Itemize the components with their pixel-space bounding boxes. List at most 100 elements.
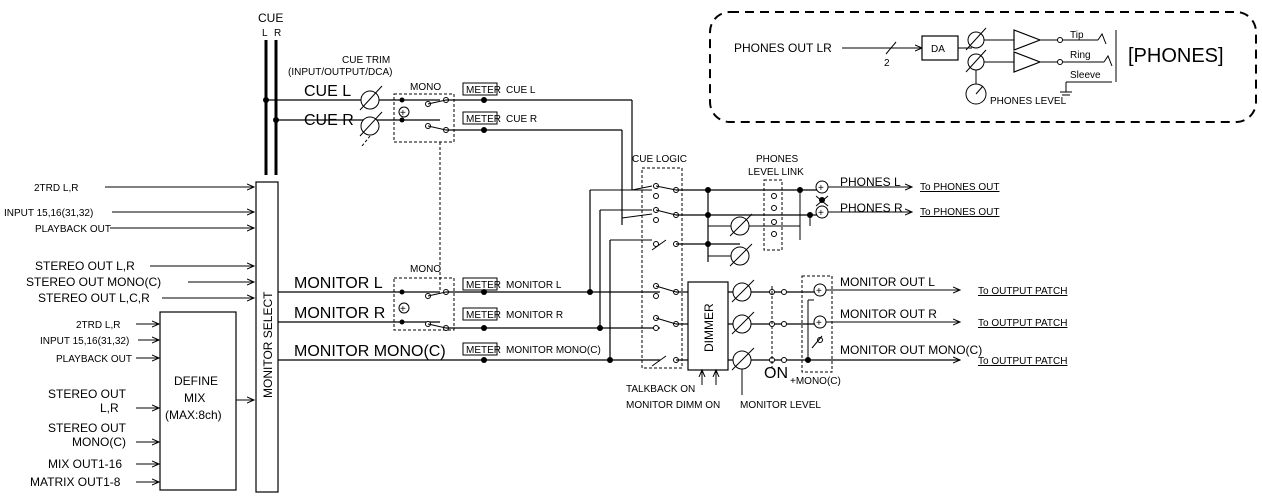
input-playback-out: PLAYBACK OUT bbox=[35, 224, 111, 235]
svg-text:METER: METER bbox=[466, 85, 501, 96]
monitor-level-knob-icon[interactable] bbox=[731, 279, 755, 303]
jack-sleeve-label: Sleeve bbox=[1070, 70, 1101, 81]
monitor-dimm-on-label: MONITOR DIMM ON bbox=[626, 400, 720, 411]
monitor-r-label: MONITOR R bbox=[294, 305, 385, 322]
meter-monitor-mono-box bbox=[462, 342, 498, 356]
monitor-mono-switch-label: MONO bbox=[410, 264, 441, 275]
monitor-out-section: +MONO(C) + + MONITOR OUT L MONITOR OUT R… bbox=[790, 275, 1067, 387]
cue-bus-r-label: R bbox=[274, 28, 281, 39]
da-label: DA bbox=[931, 44, 945, 55]
to-output-patch-mono: To OUTPUT PATCH bbox=[978, 356, 1067, 367]
monitor-out-r-label: MONITOR OUT R bbox=[840, 307, 937, 321]
jack-ring-label: Ring bbox=[1070, 50, 1091, 61]
cue-bus-l-label: L bbox=[262, 28, 268, 39]
cue-trim-sub-label: (INPUT/OUTPUT/DCA) bbox=[288, 67, 392, 78]
define-mix-line2: MIX bbox=[184, 391, 205, 405]
phones-level-link-line2: LEVEL LINK bbox=[748, 167, 804, 178]
cue-logic-section: CUE LOGIC bbox=[590, 154, 687, 369]
phones-r-label: PHONES R bbox=[840, 201, 903, 215]
svg-text:METER: METER bbox=[466, 310, 501, 321]
monitor-out-l-label: MONITOR OUT L bbox=[840, 275, 935, 289]
phones-level-knob-icon[interactable] bbox=[729, 243, 753, 267]
dimmer-block[interactable] bbox=[687, 281, 729, 371]
cue-logic-label: CUE LOGIC bbox=[632, 154, 687, 165]
dm-input-stereo-mono: MONO(C) bbox=[72, 435, 126, 449]
meter-cue-r-box bbox=[462, 111, 498, 125]
define-mix-line1: DEFINE bbox=[174, 374, 218, 388]
cue-logic-box bbox=[641, 167, 683, 369]
svg-text:METER: METER bbox=[466, 280, 501, 291]
amplifier-icon bbox=[1013, 29, 1042, 51]
cue-mono-label: MONO bbox=[410, 82, 441, 93]
input-input-15-16: INPUT 15,16(31,32) bbox=[4, 208, 93, 219]
monitor-level-label: MONITOR LEVEL bbox=[740, 400, 821, 411]
meter-monitor-l-label: MONITOR L bbox=[506, 280, 562, 291]
cue-bus-section: CUE L R CUE TRIM (INPUT/OUTPUT/DCA) CUE … bbox=[258, 11, 633, 290]
dm-input-playback: PLAYBACK OUT bbox=[56, 354, 132, 365]
dm-input-input-15-16: INPUT 15,16(31,32) bbox=[40, 336, 129, 347]
svg-text:METER: METER bbox=[466, 345, 501, 356]
monitor-mono-switch-box bbox=[393, 277, 455, 331]
input-stereo-out-mono: STEREO OUT MONO(C) bbox=[26, 275, 161, 289]
sum-icon bbox=[398, 106, 410, 118]
phones-level-knob-icon[interactable] bbox=[729, 213, 753, 237]
phones-jack-label: [PHONES] bbox=[1128, 45, 1224, 67]
svg-text:+: + bbox=[818, 208, 824, 219]
meter-monitor-l-box bbox=[462, 277, 498, 291]
meter-monitor-mono-label: MONITOR MONO(C) bbox=[506, 345, 601, 356]
phones-channel-count: 2 bbox=[884, 58, 890, 69]
dm-input-mix-out: MIX OUT1-16 bbox=[48, 457, 122, 471]
meter-monitor-r-box bbox=[462, 307, 498, 321]
dm-input-matrix-out: MATRIX OUT1-8 bbox=[30, 475, 121, 489]
to-phones-out-r: To PHONES OUT bbox=[920, 207, 999, 218]
meter-cue-l-box bbox=[462, 82, 498, 96]
on-switch-label: ON bbox=[764, 365, 788, 382]
cue-r-label: CUE R bbox=[304, 112, 354, 129]
phones-l-label: PHONES L bbox=[840, 175, 901, 189]
meter-cue-l-label: CUE L bbox=[506, 85, 536, 96]
monitor-select-inputs: 2TRD L,R INPUT 15,16(31,32) PLAYBACK OUT… bbox=[4, 183, 254, 305]
phones-level-label: PHONES LEVEL bbox=[990, 96, 1067, 107]
talkback-on-label: TALKBACK ON bbox=[626, 384, 695, 395]
dm-input-stereo-lr: L,R bbox=[100, 401, 119, 415]
cue-mono-switch-box bbox=[393, 93, 455, 143]
monitor-level-knob-icon[interactable] bbox=[731, 347, 755, 371]
monitor-select-label: MONITOR SELECT bbox=[261, 291, 275, 398]
cue-trim-l-knob-icon[interactable] bbox=[359, 85, 383, 111]
cue-trim-label: CUE TRIM bbox=[342, 55, 390, 66]
meter-monitor-r-label: MONITOR R bbox=[506, 310, 563, 321]
meter-cue-r-label: CUE R bbox=[506, 114, 537, 125]
mono-c-sum-box bbox=[801, 275, 833, 373]
phones-volume-knob-icon[interactable] bbox=[965, 27, 987, 73]
phones-level-link-section: PHONES LEVEL LINK + + bbox=[676, 154, 999, 267]
svg-text:+: + bbox=[818, 183, 824, 194]
input-stereo-out-lcr: STEREO OUT L,C,R bbox=[38, 291, 150, 305]
input-2trd: 2TRD L,R bbox=[34, 183, 78, 194]
monitor-mono-label: MONITOR MONO(C) bbox=[294, 343, 446, 360]
cue-l-label: CUE L bbox=[304, 83, 351, 100]
phones-out-lr-label: PHONES OUT LR bbox=[734, 41, 832, 55]
dm-input-2trd: 2TRD L,R bbox=[76, 320, 120, 331]
svg-text:METER: METER bbox=[466, 114, 501, 125]
monitor-out-mono-label: MONITOR OUT MONO(C) bbox=[840, 343, 982, 357]
monitor-select-block[interactable]: MONITOR SELECT bbox=[255, 181, 279, 493]
svg-text:+: + bbox=[400, 304, 406, 315]
monitor-level-knob-icon[interactable] bbox=[731, 311, 755, 335]
to-phones-out-l: To PHONES OUT bbox=[920, 182, 999, 193]
phones-output-block: PHONES OUT LR 2 DA PHONES LEVEL Tip Ring… bbox=[709, 11, 1257, 123]
svg-text:+: + bbox=[816, 286, 822, 297]
dm-input-stereo-out-2: STEREO OUT bbox=[48, 421, 127, 435]
phones-level-dial-icon[interactable] bbox=[965, 83, 987, 105]
monitor-l-label: MONITOR L bbox=[294, 275, 383, 292]
dm-input-stereo-out: STEREO OUT bbox=[48, 387, 127, 401]
cue-trim-r-knob-icon[interactable] bbox=[359, 111, 383, 147]
da-converter-block bbox=[921, 35, 959, 61]
phones-level-link-line1: PHONES bbox=[756, 154, 799, 165]
to-output-patch-r: To OUTPUT PATCH bbox=[978, 318, 1067, 329]
amplifier-icon bbox=[1013, 51, 1042, 73]
cue-title: CUE bbox=[258, 11, 283, 25]
phones-dashed-frame bbox=[709, 11, 1257, 123]
define-mix-line3: (MAX:8ch) bbox=[165, 408, 222, 422]
sum-icon bbox=[398, 302, 410, 314]
